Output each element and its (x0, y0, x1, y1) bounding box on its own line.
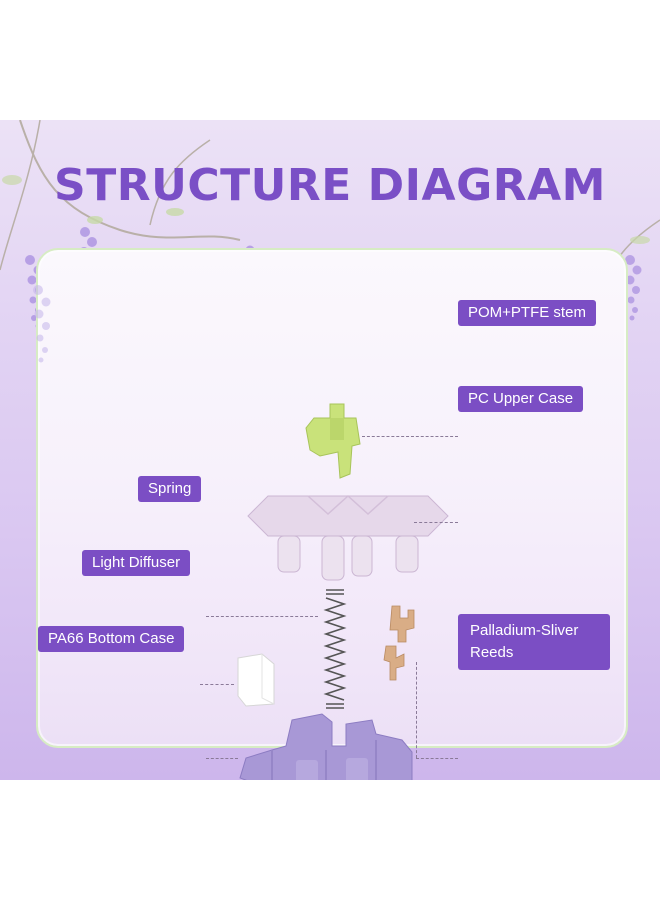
light-diffuser-connector-line (200, 684, 234, 685)
spring-label: Spring (138, 476, 202, 502)
reeds-label: Palladium-Sliver Reeds (458, 614, 610, 670)
bottom-case-connector-line (206, 758, 238, 759)
reeds-connector-vertical (416, 662, 417, 758)
diagram-banner: STRUCTURE DIAGRAM (0, 120, 660, 780)
pom-ptfe-stem-part (305, 403, 361, 479)
light-diffuser-label: Light Diffuser (82, 550, 191, 576)
stem-connector-line (362, 436, 458, 437)
stem-label: POM+PTFE stem (458, 300, 596, 326)
pa66-bottom-case-part (239, 713, 413, 780)
spring-connector-line (206, 616, 318, 617)
bottom-case-label: PA66 Bottom Case (38, 626, 185, 652)
pc-upper-case-part (247, 494, 449, 581)
wisteria-decoration-panel (33, 285, 51, 363)
palladium-reeds-part (383, 605, 415, 681)
upper-case-label: PC Upper Case (458, 386, 584, 412)
upper-case-connector-line (414, 522, 458, 523)
reeds-connector-line (416, 758, 458, 759)
diagram-title: STRUCTURE DIAGRAM (54, 160, 606, 211)
light-diffuser-part (237, 653, 275, 707)
spring-part (323, 589, 347, 709)
